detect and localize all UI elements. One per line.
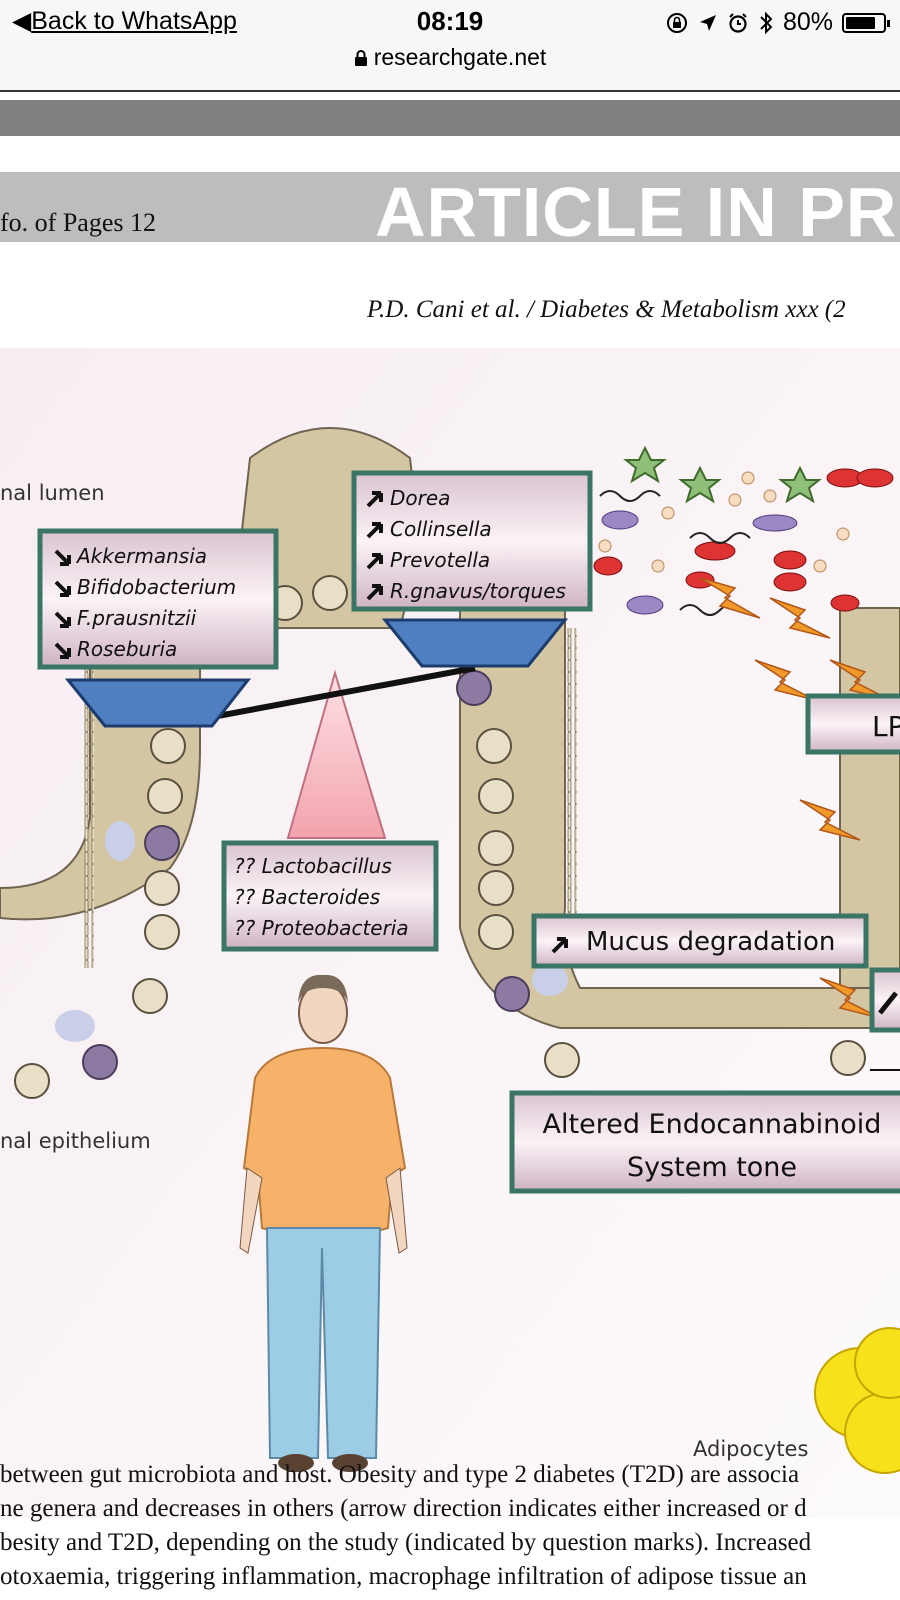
alarm-icon <box>729 12 747 33</box>
url-text: researchgate.net <box>373 44 547 70</box>
decreased-genera-box <box>37 528 279 670</box>
cell-nuclei <box>14 575 866 1099</box>
mucus-label: Mucus degradation <box>586 927 835 957</box>
ecs-label: System tone <box>627 1152 797 1183</box>
back-to-app-link[interactable]: ◀Back to WhatsApp <box>12 6 237 36</box>
bacteria-cluster <box>593 445 894 616</box>
back-label: Back to WhatsApp <box>31 7 237 35</box>
caption-line: otoxaemia, triggering inflammation, macr… <box>0 1563 807 1590</box>
down-arrow-icon <box>54 549 71 566</box>
decreased-genus: F.prausnitzii <box>77 606 197 630</box>
arrow-box-right <box>869 967 900 1033</box>
caption-line: between gut microbiota and host. Obesity… <box>0 1461 800 1488</box>
page-count: fo. of Pages 12 <box>0 208 156 237</box>
lightning-icons <box>699 577 891 1019</box>
article-banner: ARTICLE IN PR <box>375 173 898 251</box>
ecs-box <box>509 1090 900 1194</box>
journal-citation: P.D. Cani et al. / Diabetes & Metabolism… <box>367 296 846 323</box>
up-arrow-icon <box>366 553 383 570</box>
caption-line: besity and T2D, depending on the study (… <box>0 1529 812 1556</box>
up-arrow-icon <box>366 522 383 539</box>
status-bar: ◀Back to WhatsApp 08:19 80% researchgate… <box>0 0 900 91</box>
status-icons: 80% <box>665 8 890 37</box>
down-arrow-icon <box>54 642 71 659</box>
adipocytes-illustration <box>814 1327 900 1474</box>
battery-icon <box>842 12 890 33</box>
adipocytes-label: Adipocytes <box>693 1437 808 1461</box>
mucus-degradation-box <box>531 913 869 969</box>
battery-percent: 80% <box>782 8 833 36</box>
lock-icon <box>354 50 367 66</box>
back-triangle-icon: ◀ <box>12 7 32 35</box>
rotation-lock-icon <box>666 12 687 33</box>
decreased-genus: Bifidobacterium <box>77 575 236 599</box>
uncertain-genus: ?? Bacteroides <box>234 885 380 909</box>
up-arrow-icon <box>551 937 568 954</box>
divider <box>0 90 900 92</box>
epithelium-label: nal epithelium <box>0 1129 151 1153</box>
url-bar[interactable]: researchgate.net <box>0 44 900 71</box>
figure-caption: between gut microbiota and host. Obesity… <box>0 1458 900 1594</box>
document-page[interactable]: fo. of Pages 12 ARTICLE IN PR P.D. Cani … <box>0 90 900 1600</box>
lps-label: LP <box>872 710 900 743</box>
balance-scale <box>64 618 569 839</box>
down-arrow-icon <box>54 611 71 628</box>
location-arrow-icon <box>699 14 716 31</box>
person-illustration <box>239 974 408 1472</box>
increased-genus: Dorea <box>390 486 450 510</box>
caption-line: ne genera and decreases in others (arrow… <box>0 1495 807 1522</box>
uncertain-genus: ?? Lactobacillus <box>234 854 392 878</box>
increased-genera-box <box>351 470 593 612</box>
uncertain-genera-box <box>221 840 439 952</box>
lps-box <box>805 693 900 755</box>
bluetooth-icon <box>760 11 773 34</box>
clock: 08:19 <box>416 6 484 36</box>
uncertain-genus: ?? Proteobacteria <box>234 916 409 940</box>
gut-microbiota-figure: nal lumen nal epithelium AkkermansiaBifido… <box>0 348 900 1518</box>
decreased-genus: Akkermansia <box>75 544 207 568</box>
lumen-label: nal lumen <box>0 481 105 505</box>
increased-genus: Prevotella <box>390 548 490 572</box>
down-arrow-icon <box>54 580 71 597</box>
decreased-genus: Roseburia <box>77 637 177 661</box>
goblet-cells <box>55 670 568 1080</box>
up-arrow-icon <box>366 491 383 508</box>
increased-genus: Collinsella <box>390 517 492 541</box>
toolbar-band <box>0 100 900 136</box>
ecs-label: Altered Endocannabinoid <box>543 1109 882 1140</box>
header-bar <box>0 172 900 242</box>
increased-genus: R.gnavus/torques <box>390 579 566 603</box>
up-arrow-icon <box>366 584 383 601</box>
